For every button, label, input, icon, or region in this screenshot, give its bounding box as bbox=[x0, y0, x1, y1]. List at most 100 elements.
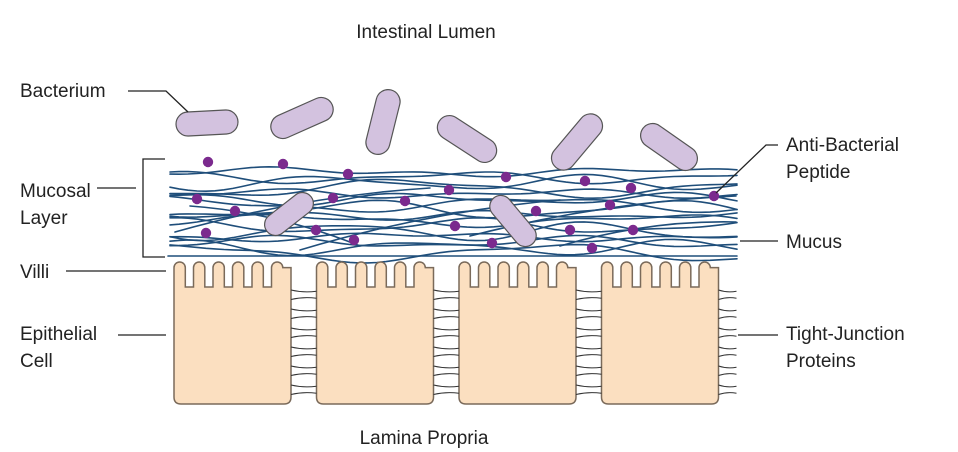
mucosal-layer-label-line1: Mucosal bbox=[20, 181, 91, 202]
mucus-fiber bbox=[169, 191, 738, 207]
tight-junction-strand bbox=[433, 308, 460, 312]
tight-junction-strand bbox=[290, 354, 317, 357]
tight-junction-strand bbox=[718, 365, 737, 369]
epithelial-cell bbox=[600, 261, 720, 405]
anti-bacterial-peptide bbox=[229, 205, 241, 217]
anti-bacterial-peptide-label-line2: Peptide bbox=[786, 162, 850, 183]
bacterium-pointer bbox=[128, 90, 189, 113]
epithelial-cell-label-line1: Epithelial bbox=[20, 324, 97, 345]
tight-junction-strand bbox=[718, 354, 737, 357]
anti-bacterial-peptide bbox=[564, 224, 576, 236]
mucus-fiber bbox=[559, 221, 737, 247]
tight-junction-strand bbox=[575, 392, 602, 395]
epithelial-cell bbox=[315, 261, 435, 405]
anti-bacterial-peptide bbox=[202, 156, 214, 168]
bacterium bbox=[550, 113, 604, 171]
tight-junction-strand bbox=[433, 373, 460, 376]
mucus-fiber bbox=[169, 165, 738, 178]
anti-bacterial-peptide bbox=[486, 237, 498, 249]
mucus-fiber bbox=[299, 199, 561, 251]
intestinal-lumen-label: Intestinal Lumen bbox=[356, 22, 495, 43]
tight-junction-strand bbox=[575, 373, 602, 376]
tight-junction-strand bbox=[290, 316, 317, 319]
anti-bacterial-peptide bbox=[625, 182, 637, 194]
tight-junction-strand bbox=[433, 297, 460, 300]
anti-bacterial-peptide bbox=[399, 195, 411, 207]
anti-bacterial-peptide bbox=[500, 171, 512, 183]
tight-junction-strand bbox=[290, 365, 317, 369]
anti-bacterial-peptide bbox=[327, 192, 339, 204]
anti-bacterial-peptide bbox=[200, 227, 212, 239]
tight-junction-strand bbox=[433, 335, 460, 338]
mucus-label: Mucus bbox=[786, 232, 842, 253]
bacterium bbox=[270, 96, 334, 140]
tight-junction-strand bbox=[433, 346, 460, 350]
tight-junction-strand bbox=[718, 308, 737, 312]
tight-junction-strand bbox=[290, 308, 317, 312]
tight-junction-strand bbox=[718, 373, 737, 376]
bacteria-group bbox=[175, 89, 698, 248]
tight-junction-strand bbox=[575, 316, 602, 319]
tight-junction-strand bbox=[433, 365, 460, 369]
tight-junction-strand bbox=[575, 346, 602, 350]
mucus-fiber bbox=[169, 232, 738, 243]
mucus-fiber bbox=[169, 216, 738, 233]
tight-junction-strand bbox=[718, 384, 737, 388]
tight-junction-strand bbox=[575, 289, 602, 293]
tight-junction-strand bbox=[718, 297, 737, 300]
bacterium bbox=[175, 109, 239, 137]
tight-junction-strand bbox=[575, 354, 602, 357]
mucosal-layer-bracket bbox=[97, 158, 165, 258]
anti-bacterial-peptide bbox=[586, 242, 598, 254]
tight-junction-strand bbox=[575, 384, 602, 388]
anti-bacterial-peptide bbox=[342, 168, 354, 180]
tight-junction-strand bbox=[290, 346, 317, 350]
epithelial-cells bbox=[173, 261, 720, 405]
tight-junction-label-line2: Proteins bbox=[786, 351, 856, 372]
mucus-layer bbox=[167, 165, 738, 264]
lamina-propria-label: Lamina Propria bbox=[360, 428, 489, 449]
tight-junction-strand bbox=[718, 335, 737, 338]
anti-bacterial-peptide bbox=[530, 205, 542, 217]
tight-junction-strand bbox=[290, 384, 317, 388]
tight-junction-strand bbox=[290, 335, 317, 338]
tight-junction-strand bbox=[575, 327, 602, 331]
anti-bacterial-peptide bbox=[604, 199, 616, 211]
epithelial-cell bbox=[458, 261, 577, 405]
anti-bacterial-peptide bbox=[449, 220, 461, 232]
bacterium bbox=[436, 114, 498, 164]
tight-junction-strand bbox=[575, 308, 602, 312]
bacterium bbox=[489, 194, 537, 248]
mucus-fiber bbox=[169, 170, 738, 185]
peptide-group bbox=[191, 156, 720, 254]
anti-bacterial-peptide bbox=[627, 224, 639, 236]
villi-label: Villi bbox=[20, 262, 49, 283]
tight-junction-strand bbox=[718, 316, 737, 319]
mucus-fiber bbox=[169, 209, 738, 221]
anti-bacterial-peptide bbox=[348, 234, 360, 246]
epithelial-cell bbox=[173, 261, 292, 405]
mucus-fiber bbox=[169, 188, 738, 199]
mucus-fiber bbox=[169, 178, 738, 200]
mucosal-layer-label-line2: Layer bbox=[20, 208, 68, 229]
bacterium bbox=[365, 89, 401, 155]
mucus-fiber bbox=[169, 195, 738, 214]
tight-junctions bbox=[290, 289, 737, 395]
tight-junction-strand bbox=[575, 365, 602, 369]
mucus-fiber bbox=[169, 238, 738, 257]
anti-bacterial-peptide bbox=[708, 190, 720, 202]
epithelial-cell-label-line2: Cell bbox=[20, 351, 53, 372]
tight-junction-strand bbox=[718, 346, 737, 350]
anti-bacterial-peptide bbox=[579, 175, 591, 187]
anti-bacterial-peptide bbox=[310, 224, 322, 236]
mucus-fiber bbox=[169, 243, 738, 264]
tight-junction-strand bbox=[290, 392, 317, 395]
tight-junction-strand bbox=[433, 316, 460, 319]
anti-bacterial-peptide bbox=[443, 184, 455, 196]
tight-junction-strand bbox=[290, 297, 317, 300]
anti-bacterial-peptide-label-line1: Anti-Bacterial bbox=[786, 135, 899, 156]
bacterium-label: Bacterium bbox=[20, 81, 106, 102]
tight-junction-strand bbox=[290, 327, 317, 331]
tight-junction-strand bbox=[575, 335, 602, 338]
